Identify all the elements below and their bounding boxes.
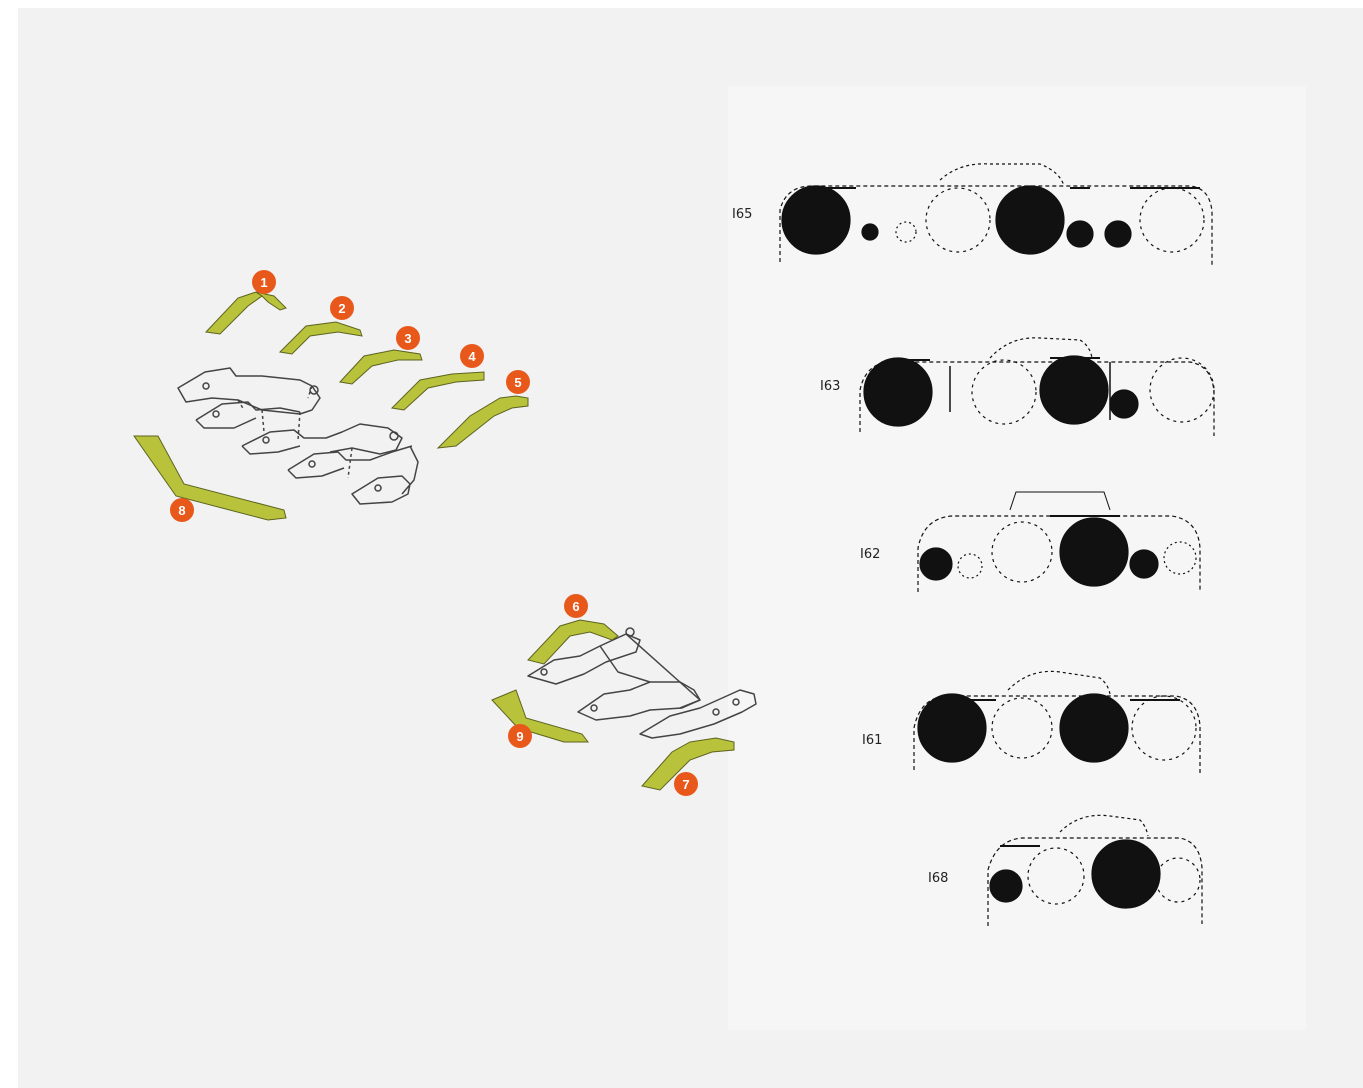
svg-text:I68: I68 [928, 871, 948, 886]
svg-text:I61: I61 [862, 733, 882, 748]
blade-5 [436, 395, 529, 449]
svg-text:8: 8 [178, 503, 185, 518]
blade-4 [390, 371, 485, 411]
callout-7: 7 [674, 772, 698, 796]
svg-text:6: 6 [572, 599, 579, 614]
configuration-row-2: I63 [820, 337, 1215, 436]
blade-2 [278, 321, 363, 355]
blade-7 [641, 737, 735, 791]
svg-text:I65: I65 [732, 207, 752, 222]
callout-2: 2 [330, 296, 354, 320]
callout-4: 4 [460, 344, 484, 368]
callout-3: 3 [396, 326, 420, 350]
callout-8: 8 [170, 498, 194, 522]
configuration-row-3: I62 [860, 491, 1201, 592]
svg-text:2: 2 [338, 301, 345, 316]
svg-text:7: 7 [682, 777, 689, 792]
svg-text:4: 4 [468, 349, 476, 364]
blade-6 [527, 619, 619, 665]
blade-3 [339, 349, 423, 385]
configuration-row-5: I68 [928, 814, 1203, 926]
callout-6: 6 [564, 594, 588, 618]
blade-8 [133, 435, 287, 521]
svg-text:I63: I63 [820, 379, 840, 394]
svg-text:3: 3 [404, 331, 411, 346]
callout-1: 1 [252, 270, 276, 294]
svg-text:1: 1 [260, 275, 267, 290]
configuration-row-1: I65 [732, 163, 1213, 266]
frame-assembly-small [527, 627, 757, 739]
frame-assembly-large [177, 367, 419, 505]
callout-9: 9 [508, 724, 532, 748]
svg-text:I62: I62 [860, 547, 880, 562]
blade-1 [204, 291, 287, 335]
blade-9 [491, 689, 589, 743]
callout-5: 5 [506, 370, 530, 394]
configuration-row-4: I61 [862, 670, 1201, 776]
svg-text:5: 5 [514, 375, 521, 390]
svg-text:9: 9 [516, 729, 523, 744]
